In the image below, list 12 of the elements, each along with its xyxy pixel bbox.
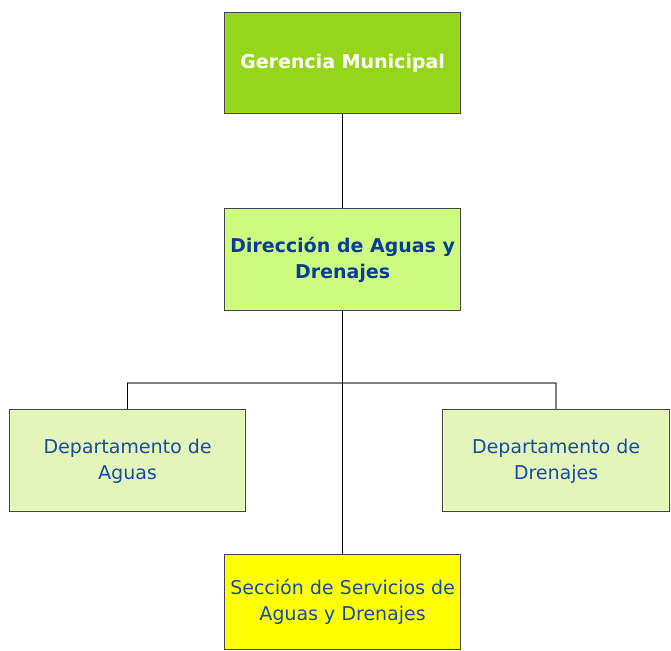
org-box <box>224 12 461 114</box>
org-box <box>9 409 246 512</box>
org-box <box>224 554 461 650</box>
connector-line <box>342 310 343 554</box>
box-label: Sección de Servicios de Aguas y Drenajes <box>229 576 456 627</box>
org-box <box>442 409 670 512</box>
box-label: Departamento de Drenajes <box>470 434 642 486</box>
org-box <box>224 208 461 311</box>
connector-line <box>342 114 343 208</box>
box-label: Gerencia Municipal <box>240 50 445 76</box>
box-label: Dirección de Aguas y Drenajes <box>229 234 456 284</box>
box-label: Departamento de Aguas <box>42 434 213 486</box>
